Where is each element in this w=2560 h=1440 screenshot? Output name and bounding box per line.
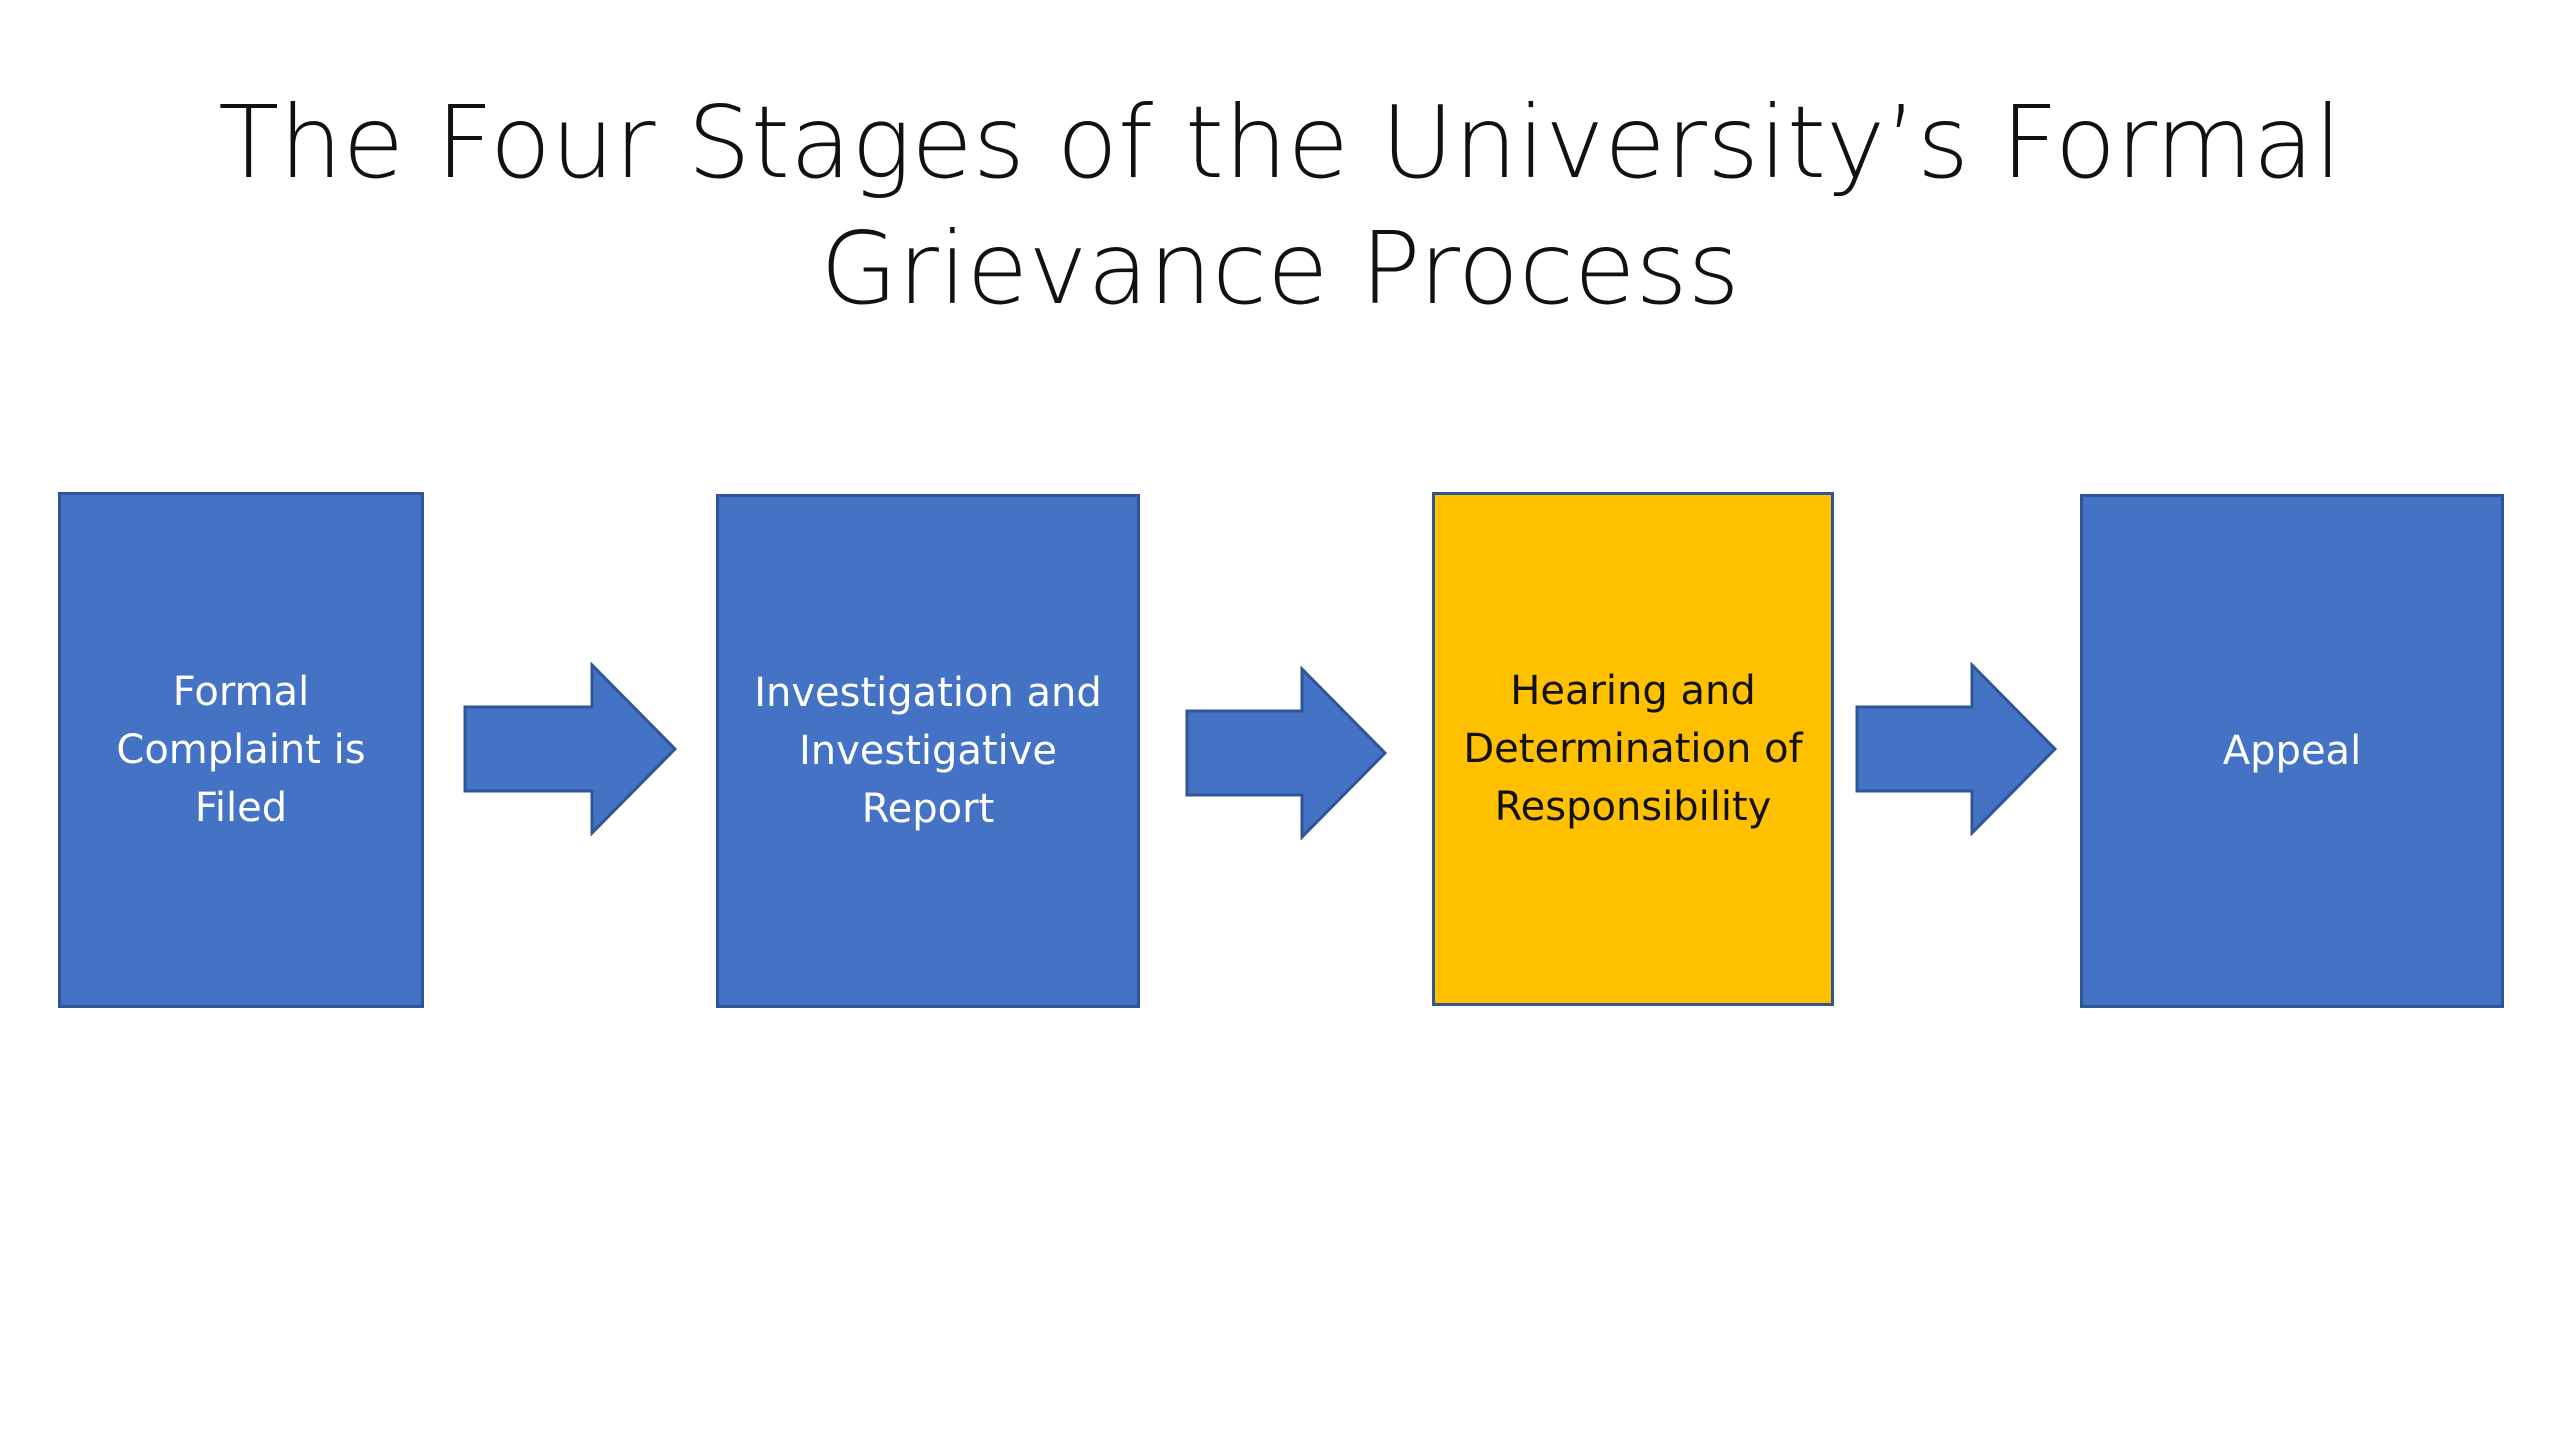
stage-4-box: Appeal bbox=[2080, 494, 2504, 1008]
title-line-2: Grievance Process bbox=[820, 210, 1740, 327]
stage-3-box: Hearing and Determination of Responsibil… bbox=[1432, 492, 1834, 1006]
arrow-right-icon bbox=[463, 662, 678, 836]
stage-4-label: Appeal bbox=[2222, 728, 2362, 774]
stage-1-box: Formal Complaint is Filed bbox=[58, 492, 424, 1008]
arrow-right-icon bbox=[1185, 666, 1388, 840]
stage-1-label: Formal Complaint is Filed bbox=[116, 669, 366, 831]
arrow-right-icon bbox=[1855, 662, 2058, 836]
stage-3-label: Hearing and Determination of Responsibil… bbox=[1463, 668, 1803, 830]
stage-2-box: Investigation and Investigative Report bbox=[716, 494, 1140, 1008]
slide-title: The Four Stages of the University’s Form… bbox=[180, 80, 2380, 332]
title-line-1: The Four Stages of the University’s Form… bbox=[218, 84, 2342, 201]
stage-2-label: Investigation and Investigative Report bbox=[754, 670, 1102, 832]
